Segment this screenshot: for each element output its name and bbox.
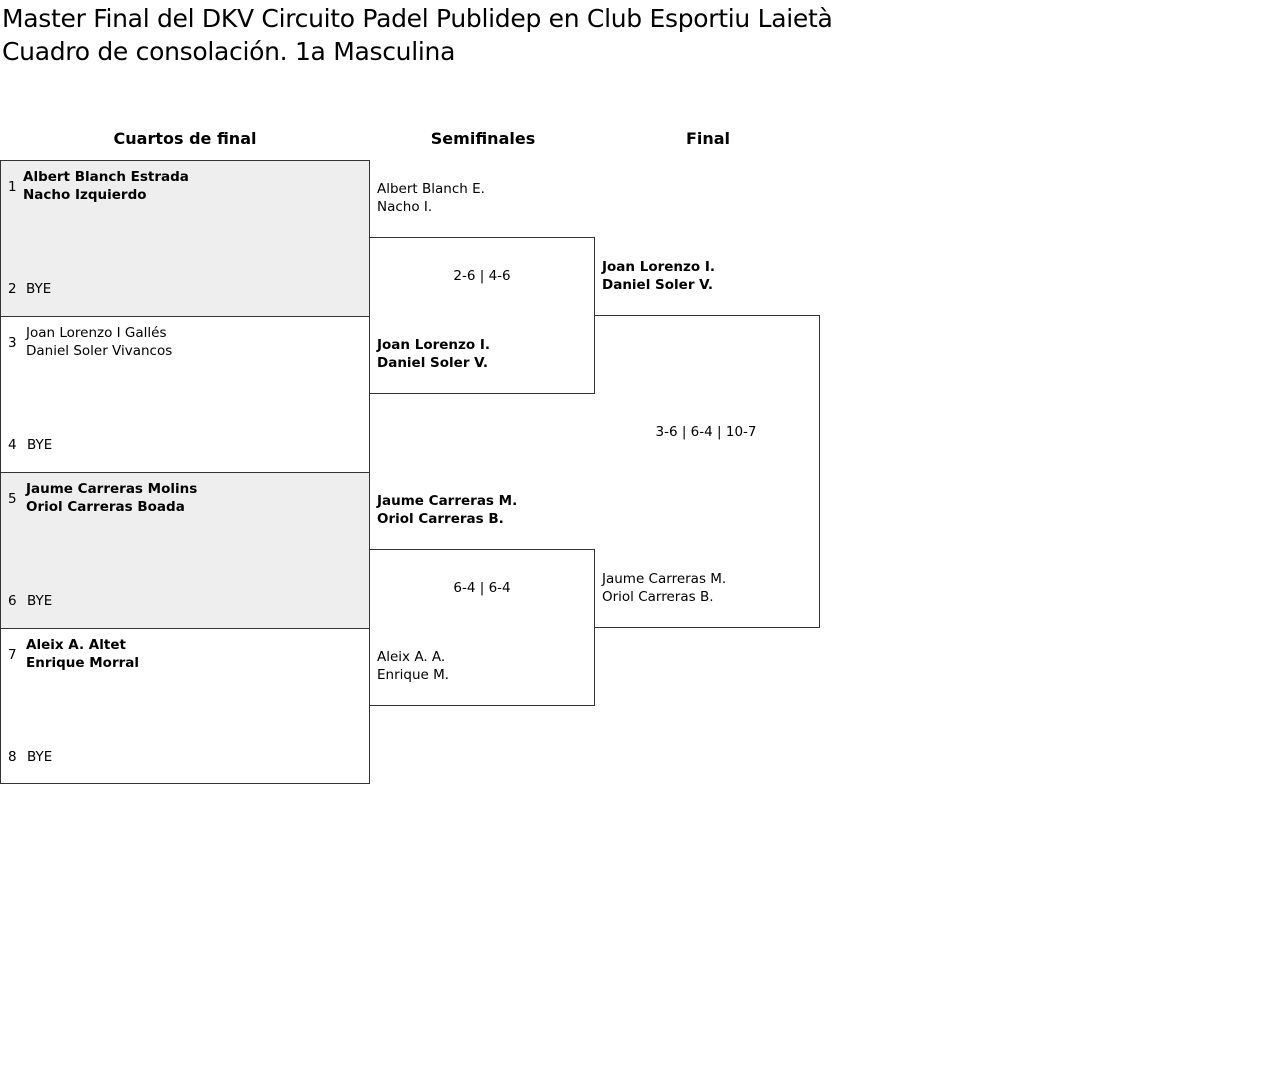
seed-number: 4: [8, 437, 17, 453]
seed-number: 6: [8, 593, 17, 609]
bye-label: BYE: [27, 437, 53, 453]
team-name[interactable]: Jaume Carreras M.Oriol Carreras B.: [377, 493, 518, 527]
round-header-final: Final: [685, 129, 731, 148]
seed-number: 1: [8, 179, 17, 195]
team-name[interactable]: Joan Lorenzo I.Daniel Soler V.: [377, 337, 491, 371]
round-header-semifinals: Semifinales: [430, 129, 536, 148]
final-match: [594, 315, 820, 628]
page-title: Master Final del DKV Circuito Padel Publ…: [2, 4, 833, 66]
seed-number: 5: [8, 491, 17, 507]
match-score: 2-6 | 4-6: [453, 268, 511, 284]
team-name[interactable]: Joan Lorenzo I.Daniel Soler V.: [602, 259, 716, 293]
match-score: 6-4 | 6-4: [453, 580, 511, 596]
seed-number: 8: [8, 749, 17, 765]
seed-number: 7: [8, 647, 17, 663]
bye-label: BYE: [27, 593, 53, 609]
match-score: 3-6 | 6-4 | 10-7: [655, 424, 757, 440]
team-name[interactable]: Jaume Carreras M.Oriol Carreras B.: [602, 571, 727, 605]
seed-number: 3: [8, 335, 17, 351]
team-name[interactable]: Albert Blanch E.Nacho I.: [377, 181, 485, 215]
seed-number: 2: [8, 281, 17, 297]
bye-label: BYE: [26, 281, 52, 297]
round-header-quarterfinals: Cuartos de final: [113, 129, 257, 148]
bye-label: BYE: [27, 749, 53, 765]
team-name[interactable]: Aleix A. A.Enrique M.: [377, 649, 450, 683]
